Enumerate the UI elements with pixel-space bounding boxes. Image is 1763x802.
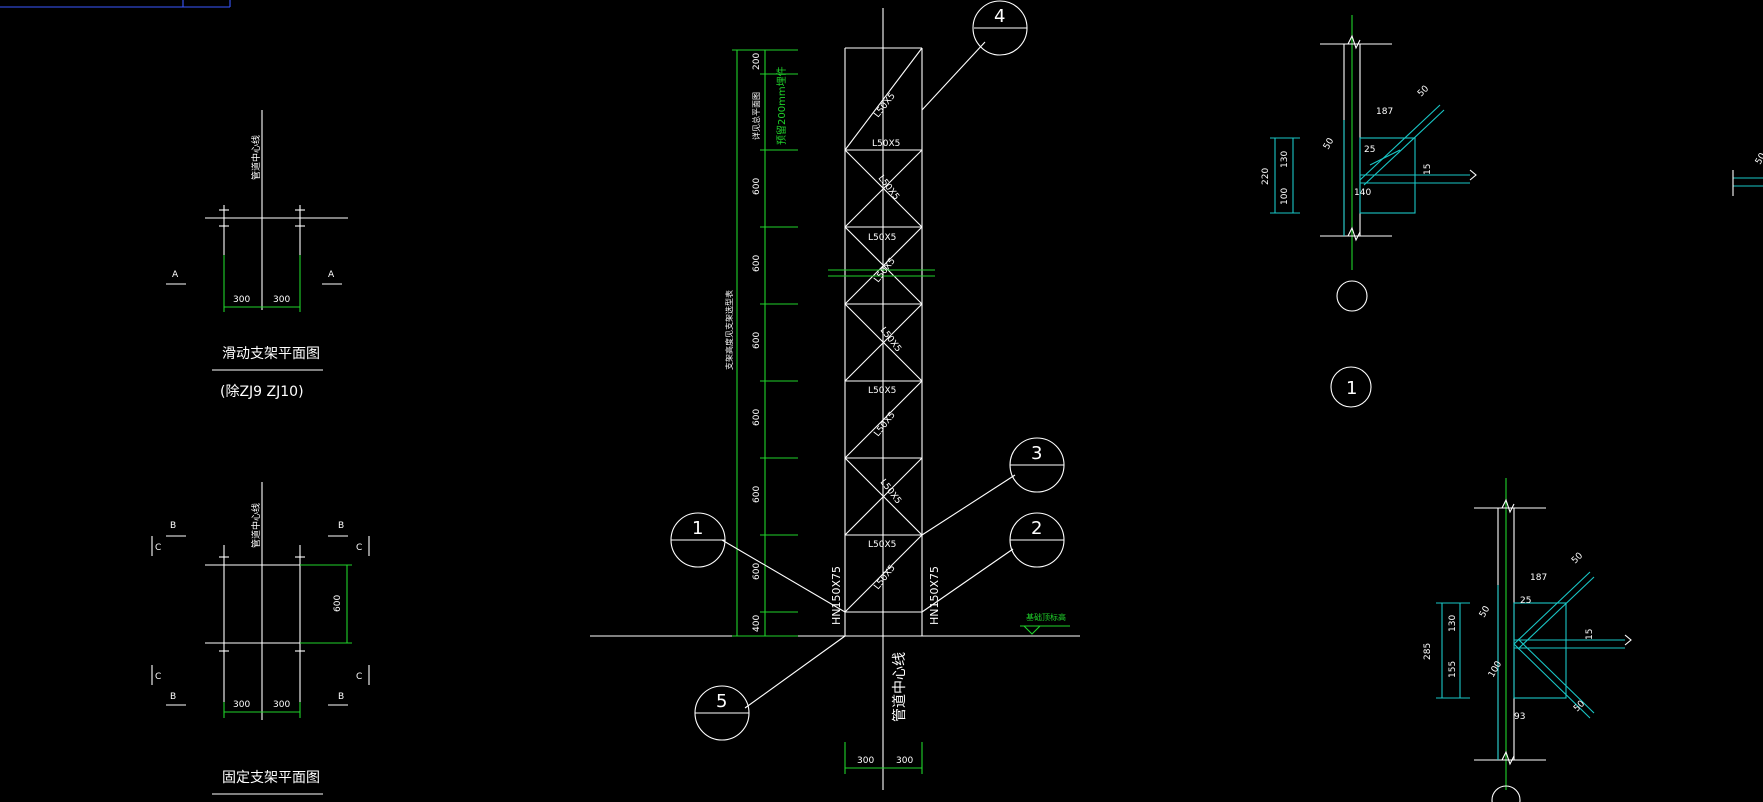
centerline-label: 管道中心线 <box>250 135 262 180</box>
dim: 50 <box>1322 136 1337 151</box>
section-c-tr: C <box>356 543 362 553</box>
section-c-tl: C <box>155 543 161 553</box>
callout-4: 4 <box>994 6 1005 27</box>
angle-label: L50X5 <box>872 91 897 120</box>
dim-v-5: 600 <box>752 486 762 503</box>
dim-right: 300 <box>273 700 290 710</box>
section-b-tl: B <box>170 521 176 531</box>
connection-detail-1: 187 25 50 130 220 100 15 140 50 1 <box>1261 15 1477 408</box>
dim: 15 <box>1423 164 1433 175</box>
ground-label: 基础顶标高 <box>1026 612 1066 622</box>
dim: 130 <box>1448 615 1458 632</box>
fixed-support-plan: 管道中心线 600 300 300 B B B B C C C C 固定支架平面… <box>151 482 370 795</box>
detail-callout-1: 1 <box>1346 378 1357 399</box>
column-label-left: HN150X75 <box>830 566 843 625</box>
callout-1: 1 <box>692 518 703 539</box>
dim: 100 <box>1280 188 1290 205</box>
section-mark-right: A <box>328 270 335 280</box>
dim: 100 <box>1487 659 1504 679</box>
angle-label: L50X5 <box>878 478 903 507</box>
dim: 220 <box>1261 168 1271 185</box>
dim-v-2: 600 <box>752 255 762 272</box>
support-elevation: L50X5 L50X5 L50X5 L50X5 L50X5 L50X5 L50X… <box>590 0 1080 790</box>
vertical-note-1: 详见总平面图 <box>751 92 761 140</box>
dim-bottom-right: 300 <box>896 756 913 766</box>
dim: 285 <box>1423 643 1433 660</box>
vertical-note-2: 预留200mm埋件 <box>775 66 788 145</box>
angle-label: L50X5 <box>868 540 896 550</box>
dim: 187 <box>1530 573 1547 583</box>
dim: 130 <box>1280 151 1290 168</box>
angle-label: L50X5 <box>868 386 896 396</box>
dim: 50 <box>1416 84 1431 99</box>
sliding-plan-subtitle: (除ZJ9 ZJ10) <box>220 384 304 400</box>
dim-v-4: 600 <box>752 409 762 426</box>
angle-label: L50X5 <box>872 563 897 592</box>
dim: 187 <box>1376 107 1393 117</box>
edge-mark: 50 <box>1754 151 1763 166</box>
viewport-frame-fragment <box>0 0 231 8</box>
dim: 50 <box>1572 699 1587 714</box>
dim: 50 <box>1478 604 1493 619</box>
angle-label: L50X5 <box>868 233 896 243</box>
dim: 25 <box>1364 145 1375 155</box>
dim: 50 <box>1570 551 1585 566</box>
callout-3: 3 <box>1031 443 1042 464</box>
dim: 93 <box>1514 712 1525 722</box>
sliding-support-plan: 管道中心线 300 300 A A 滑动支架平面图 (除ZJ9 ZJ10) <box>166 110 348 400</box>
fixed-plan-title: 固定支架平面图 <box>222 770 320 786</box>
callout-5: 5 <box>716 691 727 712</box>
callout-2: 2 <box>1031 518 1042 539</box>
dim-v-1: 600 <box>752 178 762 195</box>
dim: 15 <box>1585 629 1595 640</box>
dim-v-6: 600 <box>752 563 762 580</box>
angle-label: L50X5 <box>872 256 897 285</box>
column-label-right: HN150X75 <box>928 566 941 625</box>
dim-left: 300 <box>233 295 250 305</box>
dim: 140 <box>1354 188 1371 198</box>
dim-v-3: 600 <box>752 332 762 349</box>
section-b-br: B <box>338 692 344 702</box>
section-b-bl: B <box>170 692 176 702</box>
connection-detail-2: 187 25 50 130 285 155 93 15 50 100 50 <box>1423 478 1632 802</box>
angle-label: L50X5 <box>876 174 901 203</box>
section-c-br: C <box>356 672 362 682</box>
edge-detail-fragment: 50 <box>1732 151 1763 196</box>
section-b-tr: B <box>338 521 344 531</box>
level-label: 管道中心线 <box>892 652 908 722</box>
vertical-note-3: 支架高度见支架选型表 <box>724 290 734 370</box>
dim-left: 300 <box>233 700 250 710</box>
dim: 25 <box>1520 596 1531 606</box>
dim-right: 300 <box>273 295 290 305</box>
dim-bottom-left: 300 <box>857 756 874 766</box>
dim: 155 <box>1448 661 1458 678</box>
dim-height: 600 <box>333 595 343 612</box>
dim-v-7: 400 <box>752 615 762 632</box>
centerline-label: 管道中心线 <box>250 503 262 548</box>
angle-label: L50X5 <box>872 139 900 149</box>
sliding-plan-title: 滑动支架平面图 <box>222 345 320 362</box>
section-c-bl: C <box>155 672 161 682</box>
section-mark-left: A <box>172 270 179 280</box>
angle-label: L50X5 <box>872 410 897 439</box>
dim-v-0: 200 <box>752 53 762 70</box>
